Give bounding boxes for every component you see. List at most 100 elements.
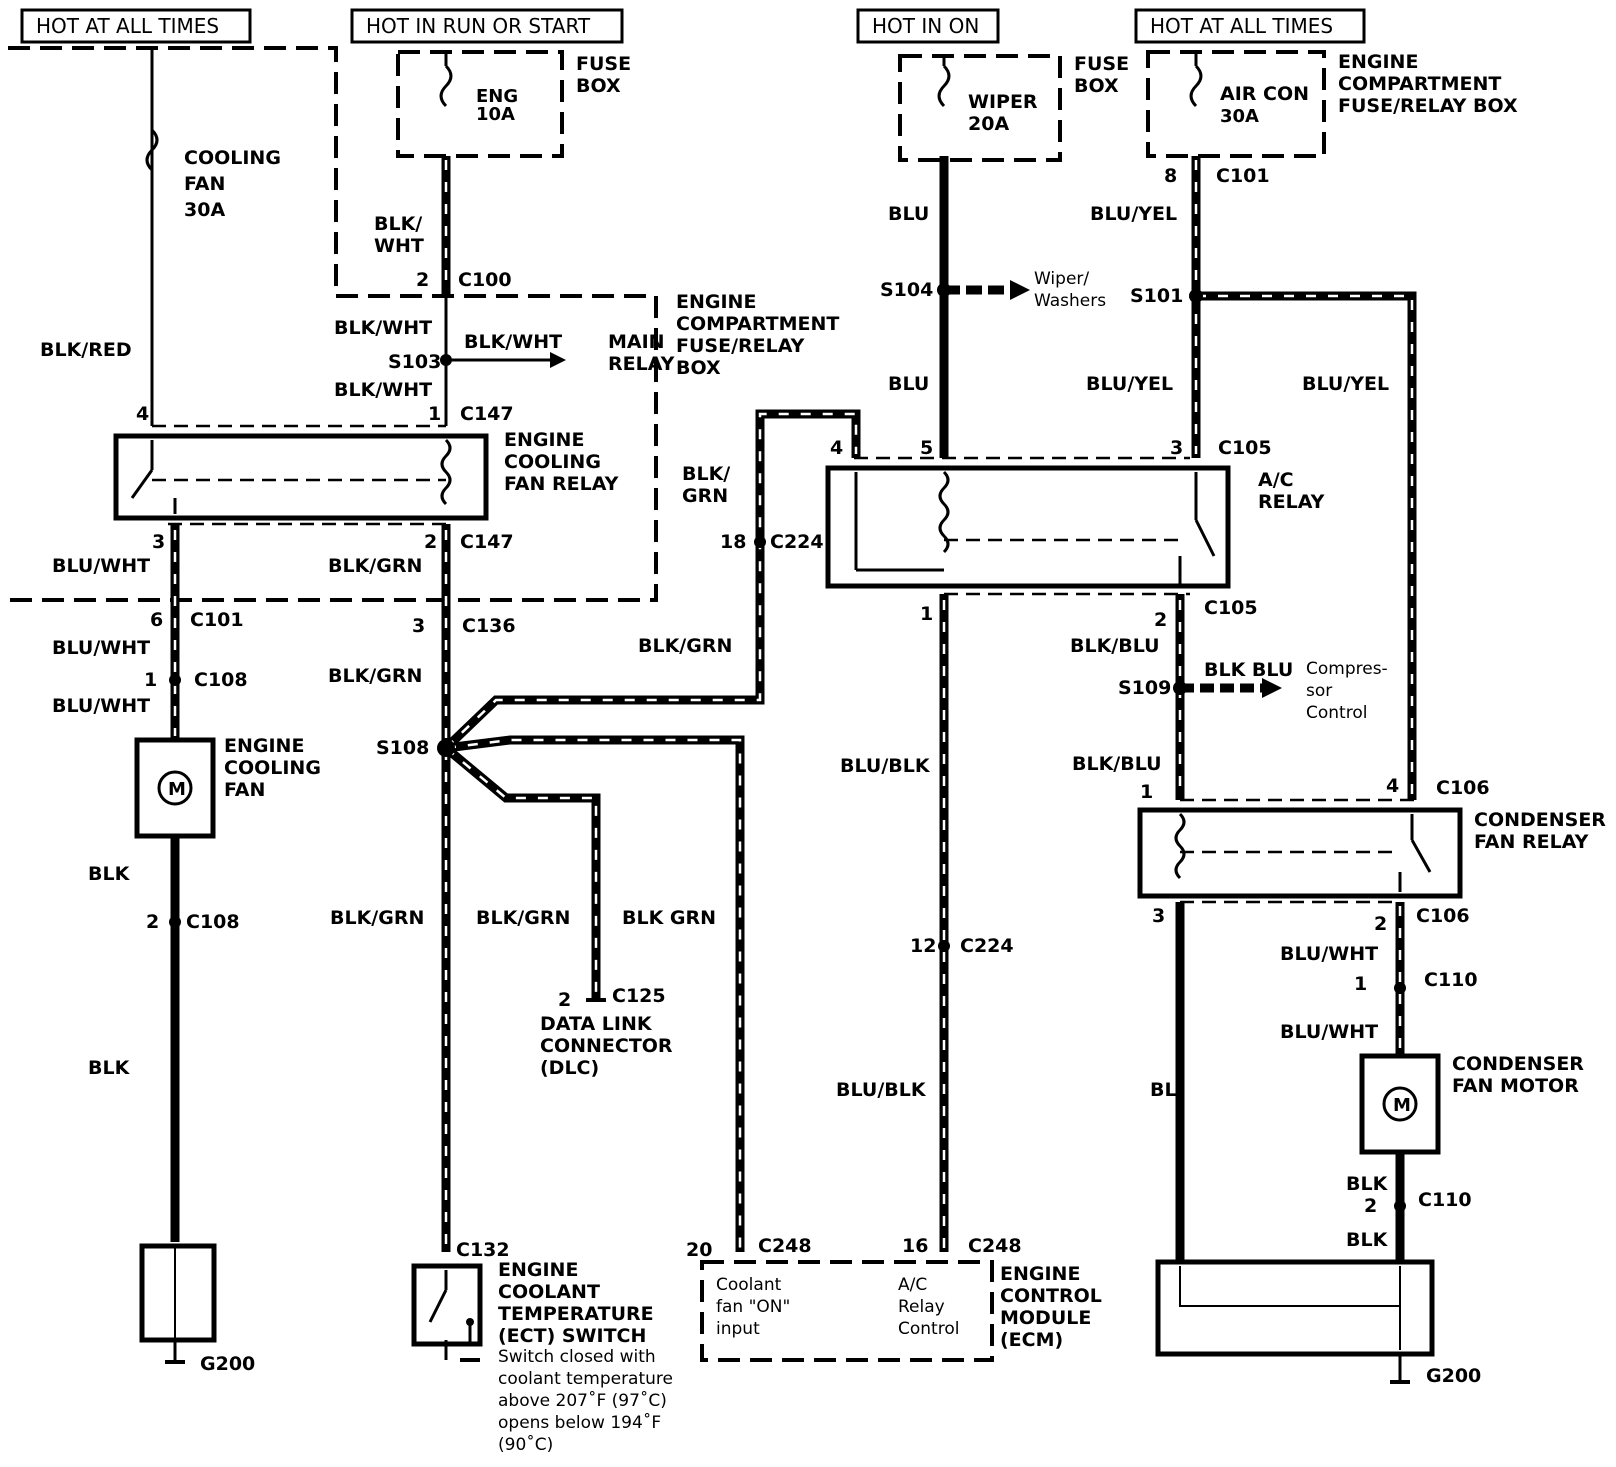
svg-text:above 207˚F (97˚C): above 207˚F (97˚C) bbox=[498, 1390, 667, 1411]
svg-text:S108: S108 bbox=[376, 737, 429, 759]
svg-text:sor: sor bbox=[1306, 681, 1332, 701]
svg-text:1: 1 bbox=[428, 403, 441, 425]
svg-text:COOLANT: COOLANT bbox=[498, 1281, 600, 1303]
svg-text:C106: C106 bbox=[1416, 905, 1470, 927]
svg-text:4: 4 bbox=[136, 403, 149, 425]
svg-text:(ECM): (ECM) bbox=[1000, 1329, 1063, 1351]
dlc-label: DATA LINK bbox=[540, 1013, 653, 1035]
svg-text:C224: C224 bbox=[770, 531, 824, 553]
ect-switch-label: ENGINE bbox=[498, 1259, 578, 1281]
ecm-label: ENGINE bbox=[1000, 1263, 1080, 1285]
svg-text:C105: C105 bbox=[1204, 597, 1258, 619]
svg-text:C105: C105 bbox=[1218, 437, 1272, 459]
compressor-control-label: Compres- bbox=[1306, 659, 1388, 679]
svg-text:BLK: BLK bbox=[88, 1057, 131, 1079]
svg-text:FAN RELAY: FAN RELAY bbox=[1474, 831, 1589, 853]
svg-text:BOX: BOX bbox=[1074, 75, 1119, 97]
svg-text:Washers: Washers bbox=[1034, 291, 1106, 311]
svg-text:3: 3 bbox=[1152, 905, 1165, 927]
svg-text:BLK/WHT: BLK/WHT bbox=[464, 331, 562, 353]
fuse-cooling-fan-label: COOLING bbox=[184, 147, 281, 169]
svg-text:M: M bbox=[1393, 1095, 1411, 1116]
fuse-box-label-2: FUSE bbox=[1074, 53, 1129, 75]
svg-text:BLK/WHT: BLK/WHT bbox=[334, 317, 432, 339]
condenser-fan-relay bbox=[1137, 807, 1463, 899]
svg-text:C106: C106 bbox=[1436, 777, 1490, 799]
svg-text:RELAY: RELAY bbox=[608, 353, 675, 375]
svg-text:HOT AT ALL TIMES: HOT AT ALL TIMES bbox=[36, 14, 219, 38]
svg-text:GRN: GRN bbox=[682, 485, 728, 507]
svg-text:BLK: BLK bbox=[1346, 1173, 1389, 1195]
svg-text:5: 5 bbox=[920, 437, 933, 459]
header-hot-in-on: HOT IN ON bbox=[856, 8, 1000, 44]
svg-text:BLK/GRN: BLK/GRN bbox=[330, 907, 424, 929]
svg-text:C125: C125 bbox=[612, 985, 666, 1007]
svg-text:opens below 194˚F: opens below 194˚F bbox=[498, 1412, 661, 1433]
svg-text:BLU/WHT: BLU/WHT bbox=[52, 637, 150, 659]
ac-relay-label: A/C bbox=[1258, 469, 1294, 491]
svg-text:BLK BLU: BLK BLU bbox=[1204, 659, 1293, 681]
svg-text:WHT: WHT bbox=[374, 235, 424, 257]
svg-text:HOT IN RUN OR START: HOT IN RUN OR START bbox=[366, 14, 591, 38]
svg-text:Control: Control bbox=[898, 1319, 959, 1339]
svg-text:BLK/: BLK/ bbox=[374, 213, 422, 235]
svg-text:C108: C108 bbox=[194, 669, 248, 691]
svg-text:3: 3 bbox=[1170, 437, 1183, 459]
svg-text:BLK/GRN: BLK/GRN bbox=[328, 665, 422, 687]
svg-text:(DLC): (DLC) bbox=[540, 1057, 599, 1079]
svg-text:coolant temperature: coolant temperature bbox=[498, 1369, 673, 1389]
svg-text:16: 16 bbox=[902, 1235, 928, 1257]
svg-text:BLU/YEL: BLU/YEL bbox=[1090, 203, 1177, 225]
svg-text:BLU/YEL: BLU/YEL bbox=[1086, 373, 1173, 395]
condenser-fan-motor-label: CONDENSER bbox=[1452, 1053, 1584, 1075]
svg-text:BL: BL bbox=[1150, 1079, 1177, 1101]
svg-text:2: 2 bbox=[1364, 1195, 1377, 1217]
svg-text:20A: 20A bbox=[968, 113, 1009, 135]
svg-text:BLU/BLK: BLU/BLK bbox=[836, 1079, 927, 1101]
svg-text:TEMPERATURE: TEMPERATURE bbox=[498, 1303, 654, 1325]
svg-text:3: 3 bbox=[412, 615, 425, 637]
cooling-fan-label: ENGINE bbox=[224, 735, 304, 757]
svg-text:C136: C136 bbox=[462, 615, 516, 637]
svg-text:C132: C132 bbox=[456, 1239, 510, 1261]
svg-text:BLK/WHT: BLK/WHT bbox=[334, 379, 432, 401]
svg-text:Relay: Relay bbox=[898, 1297, 945, 1317]
svg-text:S103: S103 bbox=[388, 351, 441, 373]
svg-text:8: 8 bbox=[1164, 165, 1177, 187]
ecm-coolant-input: Coolant bbox=[716, 1275, 782, 1295]
fuse-box-label-1: FUSE bbox=[576, 53, 631, 75]
svg-text:Control: Control bbox=[1306, 703, 1367, 723]
svg-text:BLU/WHT: BLU/WHT bbox=[1280, 943, 1378, 965]
cooling-fan-relay-label: ENGINE bbox=[504, 429, 584, 451]
ac-relay bbox=[825, 465, 1231, 589]
header-hot-in-run-or-start: HOT IN RUN OR START bbox=[350, 8, 624, 44]
svg-text:12: 12 bbox=[910, 935, 936, 957]
svg-text:BLK/: BLK/ bbox=[682, 463, 730, 485]
svg-text:COOLING: COOLING bbox=[224, 757, 321, 779]
left-fuse-relay-box-outline bbox=[8, 46, 658, 602]
svg-text:BLK/RED: BLK/RED bbox=[40, 339, 132, 361]
engine-cooling-fan-relay bbox=[113, 433, 489, 521]
svg-text:C108: C108 bbox=[186, 911, 240, 933]
svg-text:4: 4 bbox=[830, 437, 843, 459]
svg-text:1: 1 bbox=[1354, 973, 1367, 995]
svg-text:MODULE: MODULE bbox=[1000, 1307, 1091, 1329]
svg-text:BLK/BLU: BLK/BLU bbox=[1072, 753, 1162, 775]
svg-text:BLU/WHT: BLU/WHT bbox=[1280, 1021, 1378, 1043]
svg-text:2: 2 bbox=[146, 911, 159, 933]
svg-text:C100: C100 bbox=[458, 269, 512, 291]
fuse-eng-label: ENG bbox=[476, 86, 518, 107]
ground-g200-right bbox=[1155, 1259, 1435, 1384]
svg-text:BOX: BOX bbox=[676, 357, 721, 379]
svg-text:BLK/GRN: BLK/GRN bbox=[476, 907, 570, 929]
wiper-washers-label: Wiper/ bbox=[1034, 269, 1089, 289]
svg-text:BLK: BLK bbox=[88, 863, 131, 885]
svg-text:20: 20 bbox=[686, 1239, 712, 1261]
svg-text:FAN: FAN bbox=[224, 779, 265, 801]
svg-text:HOT AT ALL TIMES: HOT AT ALL TIMES bbox=[1150, 14, 1333, 38]
svg-text:HOT IN ON: HOT IN ON bbox=[872, 14, 979, 38]
svg-text:BLU/YEL: BLU/YEL bbox=[1302, 373, 1389, 395]
svg-text:(ECT) SWITCH: (ECT) SWITCH bbox=[498, 1325, 646, 1347]
svg-text:10A: 10A bbox=[476, 104, 515, 125]
